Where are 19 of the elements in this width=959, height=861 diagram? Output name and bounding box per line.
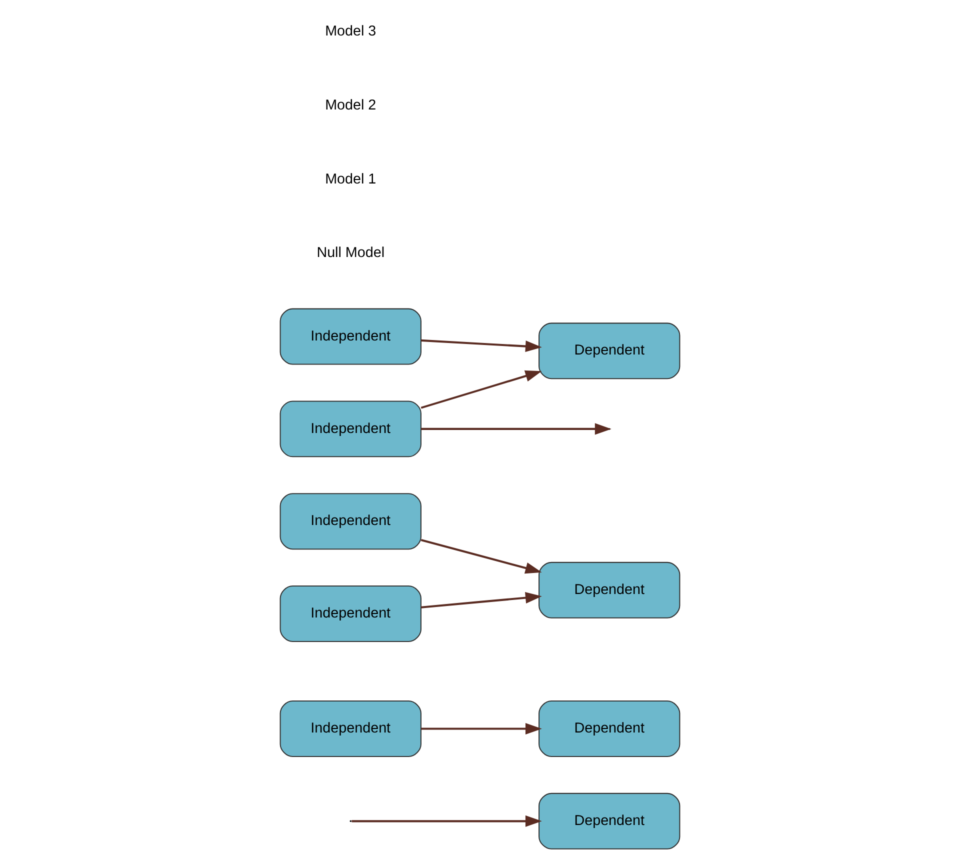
arrow: [420, 592, 542, 608]
node-box: Dependent: [538, 322, 680, 379]
label: Model 1: [324, 170, 376, 187]
arrow: [420, 370, 542, 408]
node-box: Independent: [279, 492, 421, 550]
node-box: Independent: [279, 700, 421, 756]
label: Model 2: [324, 96, 376, 113]
arrow: [351, 814, 542, 826]
label: Null Model: [316, 244, 384, 261]
arrow: [420, 538, 542, 574]
label: Model 3: [324, 22, 376, 39]
node-box: Dependent: [538, 700, 680, 756]
node-box: Independent: [279, 308, 421, 364]
node-box: Dependent: [538, 792, 680, 849]
arrow: [420, 338, 542, 352]
node-box: Independent: [279, 585, 421, 642]
node-box: Dependent: [538, 561, 680, 618]
arrow: [420, 722, 542, 734]
node-box: Independent: [279, 400, 421, 457]
